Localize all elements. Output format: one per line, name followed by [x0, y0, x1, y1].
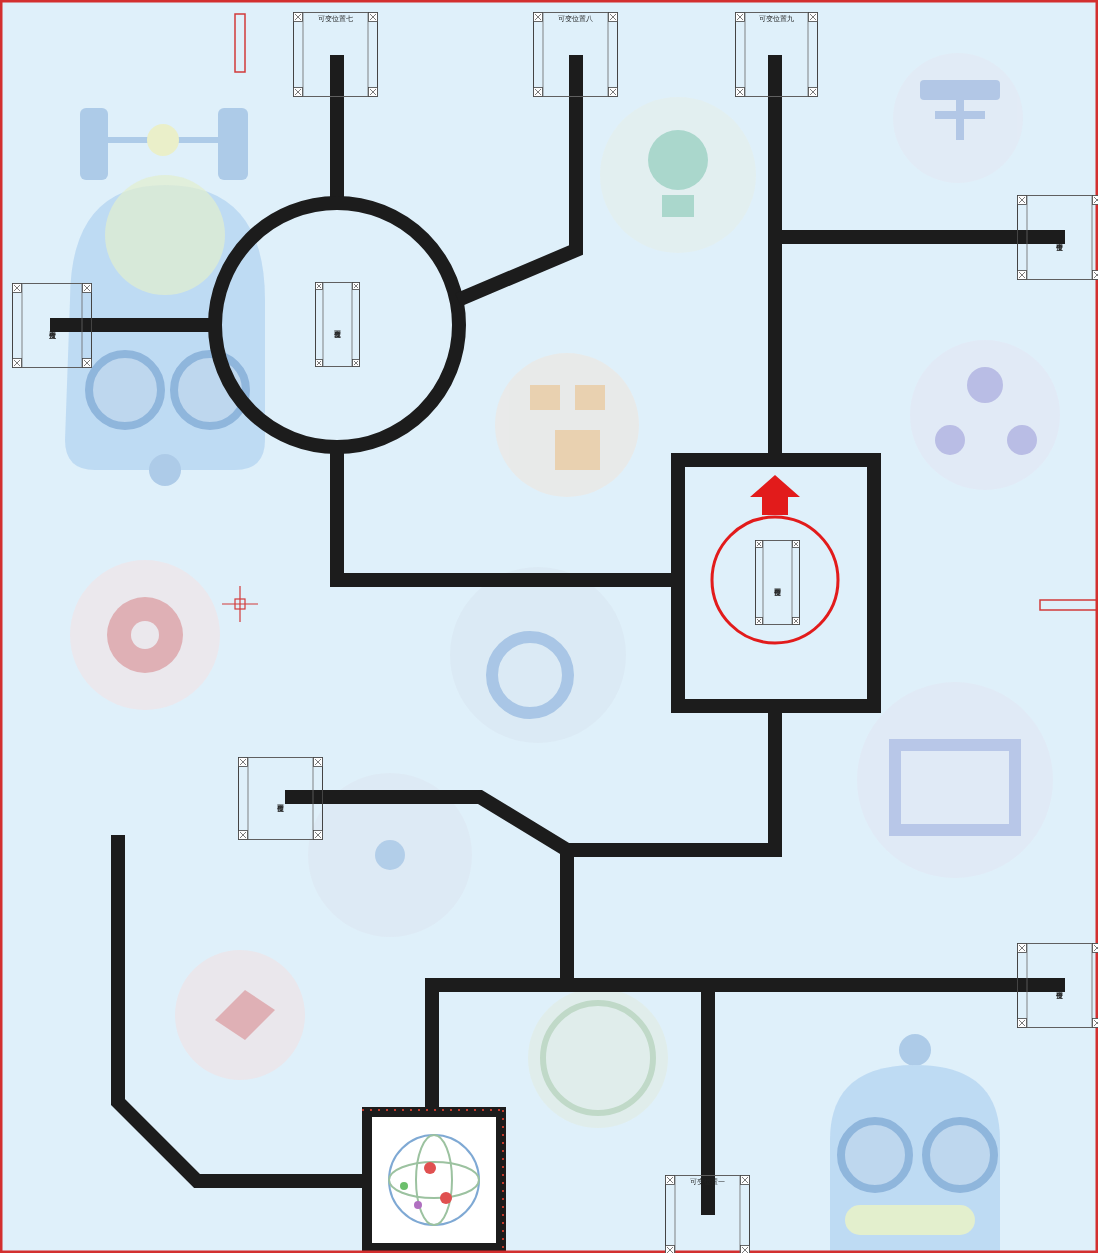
track-line	[50, 55, 1065, 1215]
marker-frame	[315, 282, 360, 367]
marker-frame	[665, 1175, 750, 1253]
marker-frame	[238, 757, 323, 840]
marker-frame	[1017, 195, 1098, 280]
position-marker: 可变位置三	[238, 757, 323, 840]
position-label: 可变位置八	[533, 15, 618, 23]
position-marker: 可变位置十	[1017, 195, 1098, 280]
position-marker: 可变位置四	[755, 540, 800, 625]
robot-illustration	[65, 108, 1000, 1253]
marker-frame	[1017, 943, 1098, 1028]
position-label: 可变位置七	[293, 15, 378, 23]
crosshair	[222, 586, 258, 622]
marker-frame	[293, 12, 378, 97]
position-marker: 可变位置八	[533, 12, 618, 97]
position-marker: 可变位置二	[1017, 943, 1098, 1028]
red-mark	[1040, 600, 1098, 610]
red-mark	[235, 14, 245, 72]
position-marker: 可变位置七	[293, 12, 378, 97]
position-marker: 可变位置九	[735, 12, 818, 97]
position-marker: 可变位置五	[315, 282, 360, 367]
position-marker: 可变位置一	[665, 1175, 750, 1253]
position-label: 可变位置一	[665, 1178, 750, 1186]
start-square	[362, 1107, 506, 1253]
marker-frame	[735, 12, 818, 97]
marker-frame	[12, 283, 92, 368]
marker-frame	[755, 540, 800, 625]
position-marker: 可变位置六	[12, 283, 92, 368]
marker-frame	[533, 12, 618, 97]
position-label: 可变位置九	[735, 15, 818, 23]
start-marker	[712, 475, 838, 643]
background-icons	[70, 53, 1060, 1128]
